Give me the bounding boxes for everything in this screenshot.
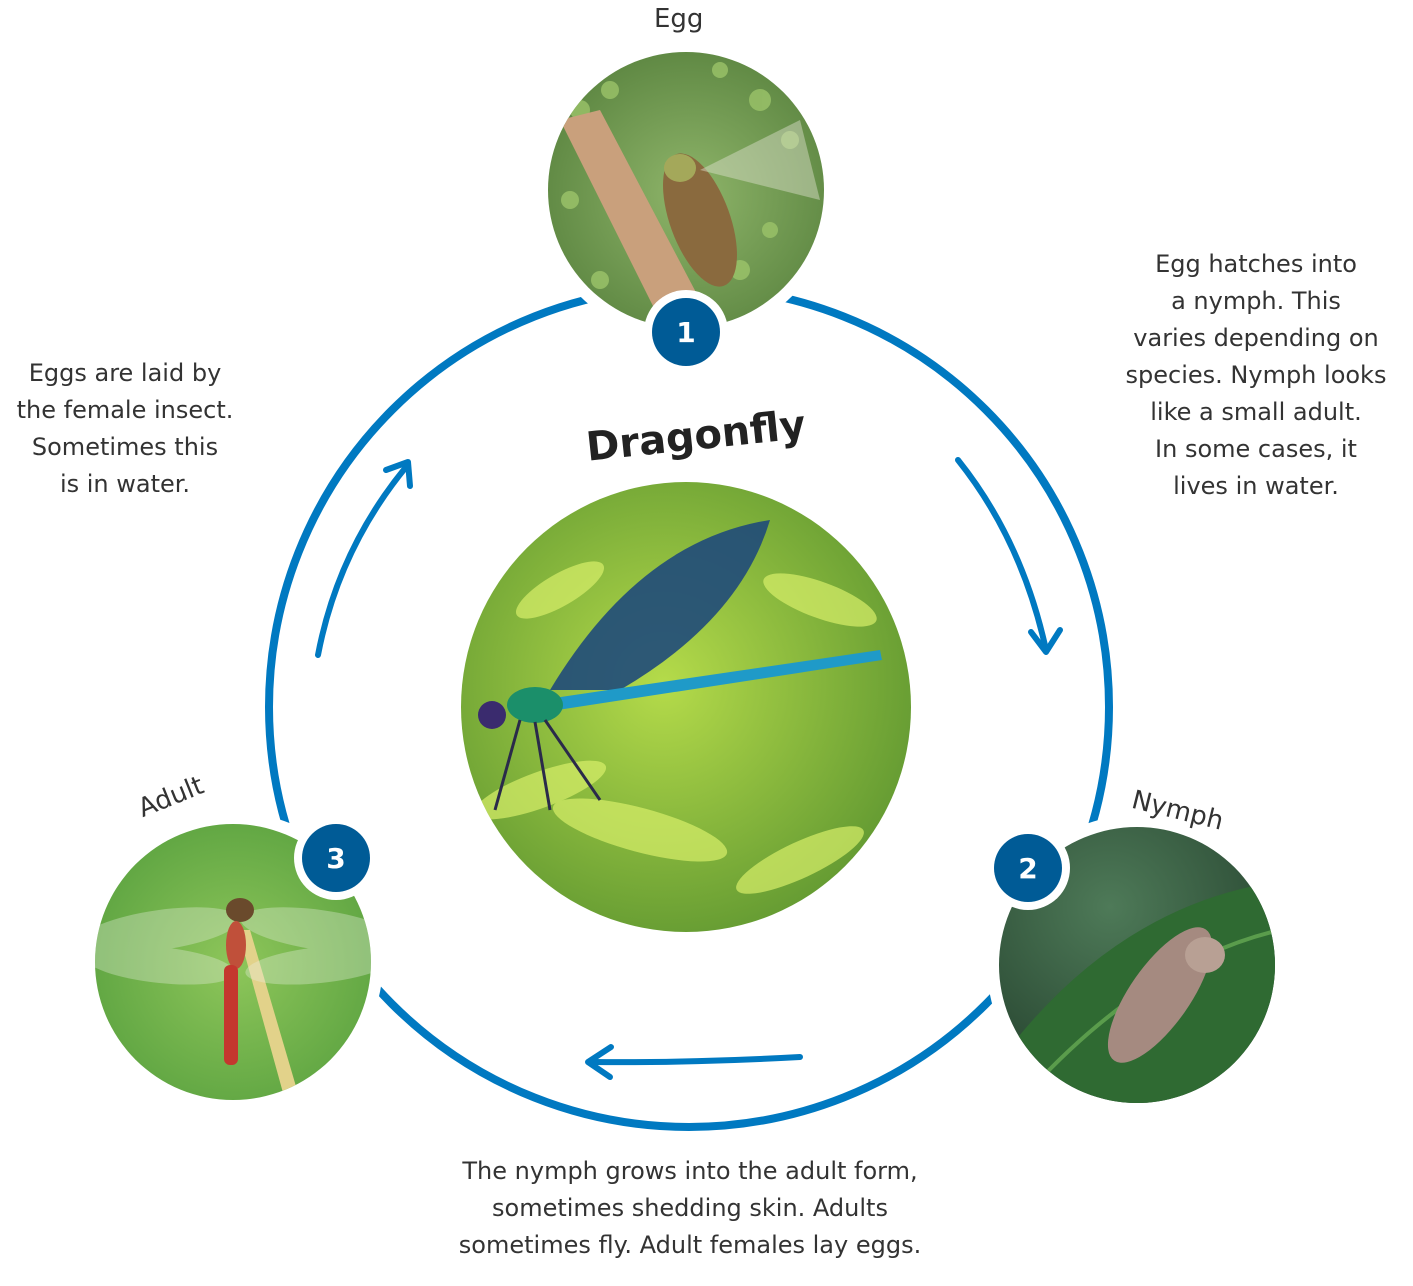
caption-line: Sometimes this — [31, 433, 219, 461]
caption-line: Egg hatches into — [1155, 250, 1357, 278]
caption-line: lives in water. — [1173, 472, 1339, 500]
caption-line: like a small adult. — [1150, 398, 1362, 426]
caption-line: a nymph. This — [1171, 287, 1341, 315]
svg-text:2: 2 — [1018, 852, 1037, 885]
caption-line: sometimes fly. Adult females lay eggs. — [458, 1231, 922, 1259]
arrow-nymph-to-adult — [589, 1054, 803, 1066]
stage-2-caption: Egg hatches into a nymph. This varies de… — [1106, 246, 1406, 505]
caption-line: varies depending on — [1133, 324, 1379, 352]
stage-1-caption: Eggs are laid by the female insect. Some… — [0, 355, 250, 503]
stage-3-caption: The nymph grows into the adult form, som… — [380, 1153, 1000, 1264]
caption-line: species. Nymph looks — [1125, 361, 1387, 389]
stage-1-badge: 1 — [644, 290, 728, 374]
nymph-photo — [999, 827, 1275, 1103]
arrow-egg-to-nymph — [955, 457, 1049, 653]
caption-line: is in water. — [59, 470, 191, 498]
arrow-adult-to-egg — [315, 464, 409, 658]
center-photo — [461, 482, 911, 932]
caption-line: sometimes shedding skin. Adults — [492, 1194, 888, 1222]
stage-1-label: Egg — [654, 4, 704, 34]
stage-2-badge: 2 — [986, 826, 1070, 910]
caption-line: the female insect. — [16, 396, 234, 424]
caption-line: Eggs are laid by — [28, 359, 222, 387]
caption-line: The nymph grows into the adult form, — [462, 1157, 918, 1185]
stage-3-badge: 3 — [294, 816, 378, 900]
egg-photo — [548, 52, 824, 328]
svg-text:3: 3 — [326, 842, 345, 875]
caption-line: In some cases, it — [1155, 435, 1357, 463]
svg-text:1: 1 — [676, 316, 695, 349]
